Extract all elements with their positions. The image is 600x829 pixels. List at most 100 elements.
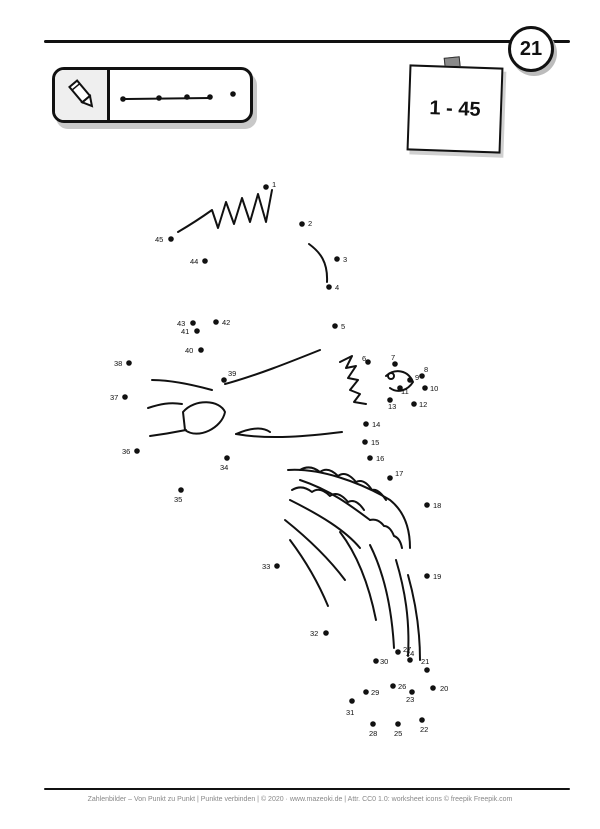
dot-marker	[178, 487, 184, 493]
dot-marker	[395, 649, 401, 655]
dot-marker	[274, 563, 280, 569]
dot-18: 18	[424, 501, 441, 510]
dot-number-label: 11	[401, 387, 409, 396]
dot-number-label: 39	[228, 369, 236, 378]
dot-marker	[363, 689, 369, 695]
dot-29: 29	[363, 688, 379, 697]
dot-11: 11	[397, 385, 409, 396]
dot-28: 28	[369, 721, 377, 738]
dot-number-label: 20	[440, 684, 448, 693]
dot-34: 34	[220, 455, 230, 472]
dot-number-label: 40	[185, 346, 193, 355]
dot-marker	[332, 323, 338, 329]
dot-24: 24	[406, 649, 414, 663]
dot-number-label: 35	[174, 495, 182, 504]
dot-30: 30	[373, 657, 388, 666]
dot-31: 31	[346, 698, 355, 717]
bottom-rule	[44, 788, 570, 790]
dot-marker	[213, 319, 219, 325]
connect-dots-icon	[120, 91, 236, 102]
dot-marker	[263, 184, 269, 190]
dot-number-label: 14	[372, 420, 380, 429]
dot-number-label: 4	[335, 283, 339, 292]
dot-number-label: 37	[110, 393, 118, 402]
dot-number-label: 12	[419, 400, 427, 409]
dot-16: 16	[367, 454, 384, 463]
dot-marker	[390, 683, 396, 689]
dot-5: 5	[332, 322, 345, 331]
dot-25: 25	[394, 721, 402, 738]
dot-number-label: 27	[403, 645, 411, 654]
dot-number-label: 44	[190, 257, 198, 266]
dot-number-label: 3	[343, 255, 347, 264]
dot-marker	[363, 421, 369, 427]
dot-23: 23	[406, 689, 415, 704]
dot-marker	[411, 401, 417, 407]
dot-13: 13	[387, 397, 396, 411]
dot-marker	[122, 394, 128, 400]
dot-26: 26	[390, 682, 406, 691]
dot-number-label: 19	[433, 572, 441, 581]
dot-marker	[387, 475, 393, 481]
dot-number-label: 32	[310, 629, 318, 638]
dot-number-label: 41	[181, 327, 189, 336]
dot-marker	[424, 667, 430, 673]
dot-2: 2	[299, 219, 312, 228]
dot-44: 44	[190, 257, 208, 266]
dot-marker	[349, 698, 355, 704]
dot-number-label: 36	[122, 447, 130, 456]
dot-27: 27	[395, 645, 411, 655]
dot-10: 10	[422, 384, 438, 393]
dot-12: 12	[411, 400, 427, 409]
dot-43: 43	[177, 319, 196, 328]
dot-number-label: 33	[262, 562, 270, 571]
dot-number-label: 15	[371, 438, 379, 447]
dot-38: 38	[114, 359, 132, 368]
dot-35: 35	[174, 487, 184, 504]
dot-number-label: 13	[388, 402, 396, 411]
dot-marker	[424, 573, 430, 579]
dot-marker	[419, 717, 425, 723]
dot-marker	[422, 385, 428, 391]
dot-36: 36	[122, 447, 140, 456]
dot-marker	[134, 448, 140, 454]
dot-number-label: 26	[398, 682, 406, 691]
page-number: 21	[519, 37, 543, 60]
dot-marker	[387, 397, 393, 403]
dot-marker	[397, 385, 403, 391]
dot-marker	[424, 502, 430, 508]
card-divider	[107, 70, 110, 120]
dot-22: 22	[419, 717, 428, 734]
dot-marker	[430, 685, 436, 691]
dot-number-label: 30	[380, 657, 388, 666]
dot-40: 40	[185, 346, 204, 355]
dot-20: 20	[430, 684, 448, 693]
dot-marker	[224, 455, 230, 461]
dot-number-label: 43	[177, 319, 185, 328]
dot-number-label: 6	[362, 354, 366, 363]
dot-37: 37	[110, 393, 128, 402]
dot-number-label: 31	[346, 708, 354, 717]
dot-number-label: 21	[421, 657, 429, 666]
dot-number-label: 17	[395, 469, 403, 478]
dot-number-label: 29	[371, 688, 379, 697]
dot-number-label: 24	[406, 649, 414, 658]
dot-marker	[373, 658, 379, 664]
dot-1: 1	[263, 180, 276, 190]
dot-17: 17	[387, 469, 403, 481]
dot-marker	[221, 377, 227, 383]
dot-marker	[168, 236, 174, 242]
dot-14: 14	[363, 420, 380, 429]
dot-19: 19	[424, 572, 441, 581]
dot-number-label: 10	[430, 384, 438, 393]
dot-39: 39	[221, 369, 236, 383]
footer-credits: Zahlenbilder – Von Punkt zu Punkt | Punk…	[87, 796, 513, 803]
dot-7: 7	[391, 353, 398, 367]
dot-marker	[194, 328, 200, 334]
dot-marker	[323, 630, 329, 636]
dot-number-label: 34	[220, 463, 228, 472]
dot-number-label: 22	[420, 725, 428, 734]
connect-dots-instruction-card	[52, 67, 253, 123]
